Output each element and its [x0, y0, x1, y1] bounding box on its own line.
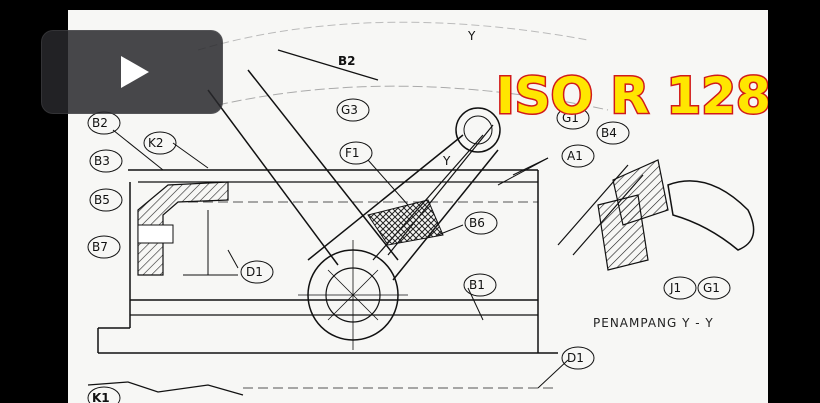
svg-text:J1: J1: [669, 281, 681, 295]
drawing-label: D1: [561, 346, 595, 370]
svg-text:K1: K1: [92, 391, 110, 403]
svg-text:D1: D1: [246, 265, 263, 279]
svg-text:B1: B1: [469, 278, 485, 292]
svg-text:G3: G3: [341, 103, 358, 117]
svg-text:K2: K2: [148, 136, 164, 150]
drawing-label: K1: [87, 386, 121, 403]
drawing-label: B2: [87, 111, 121, 135]
section-mark: Y: [467, 29, 476, 43]
drawing-label: F1: [339, 141, 373, 165]
play-button[interactable]: [41, 30, 223, 114]
svg-text:B7: B7: [92, 240, 108, 254]
drawing-label: B6: [464, 211, 498, 235]
svg-text:B6: B6: [469, 216, 485, 230]
section-caption: PENAMPANG Y - Y: [593, 316, 714, 330]
drawing-label: D1: [240, 260, 274, 284]
drawing-label: J1: [663, 276, 697, 300]
drawing-label: B1: [463, 273, 497, 297]
svg-text:B3: B3: [94, 154, 110, 168]
svg-text:B2: B2: [92, 116, 108, 130]
svg-text:B4: B4: [601, 126, 617, 140]
drawing-label: A1: [561, 144, 595, 168]
drawing-label: B5: [89, 188, 123, 212]
drawing-label: K2: [143, 131, 177, 155]
svg-text:B5: B5: [94, 193, 110, 207]
video-title-overlay: ISO R 128: [496, 67, 768, 125]
section-mark: Y: [442, 154, 451, 168]
svg-text:B2: B2: [338, 54, 356, 68]
drawing-label: B2: [338, 54, 356, 68]
drawing-label: G1: [697, 276, 731, 300]
svg-text:G1: G1: [562, 111, 579, 125]
svg-text:A1: A1: [567, 149, 583, 163]
drawing-label: B3: [89, 149, 123, 173]
drawing-label: G1: [556, 106, 590, 130]
svg-text:F1: F1: [345, 146, 360, 160]
svg-text:G1: G1: [703, 281, 720, 295]
svg-text:D1: D1: [567, 351, 584, 365]
drawing-label: B4: [596, 121, 630, 145]
drawing-label: G3: [336, 98, 370, 122]
play-icon: [121, 56, 149, 88]
drawing-label: B7: [87, 235, 121, 259]
technical-drawing: B2 B2 K2 B3 B5 B7: [87, 21, 768, 403]
